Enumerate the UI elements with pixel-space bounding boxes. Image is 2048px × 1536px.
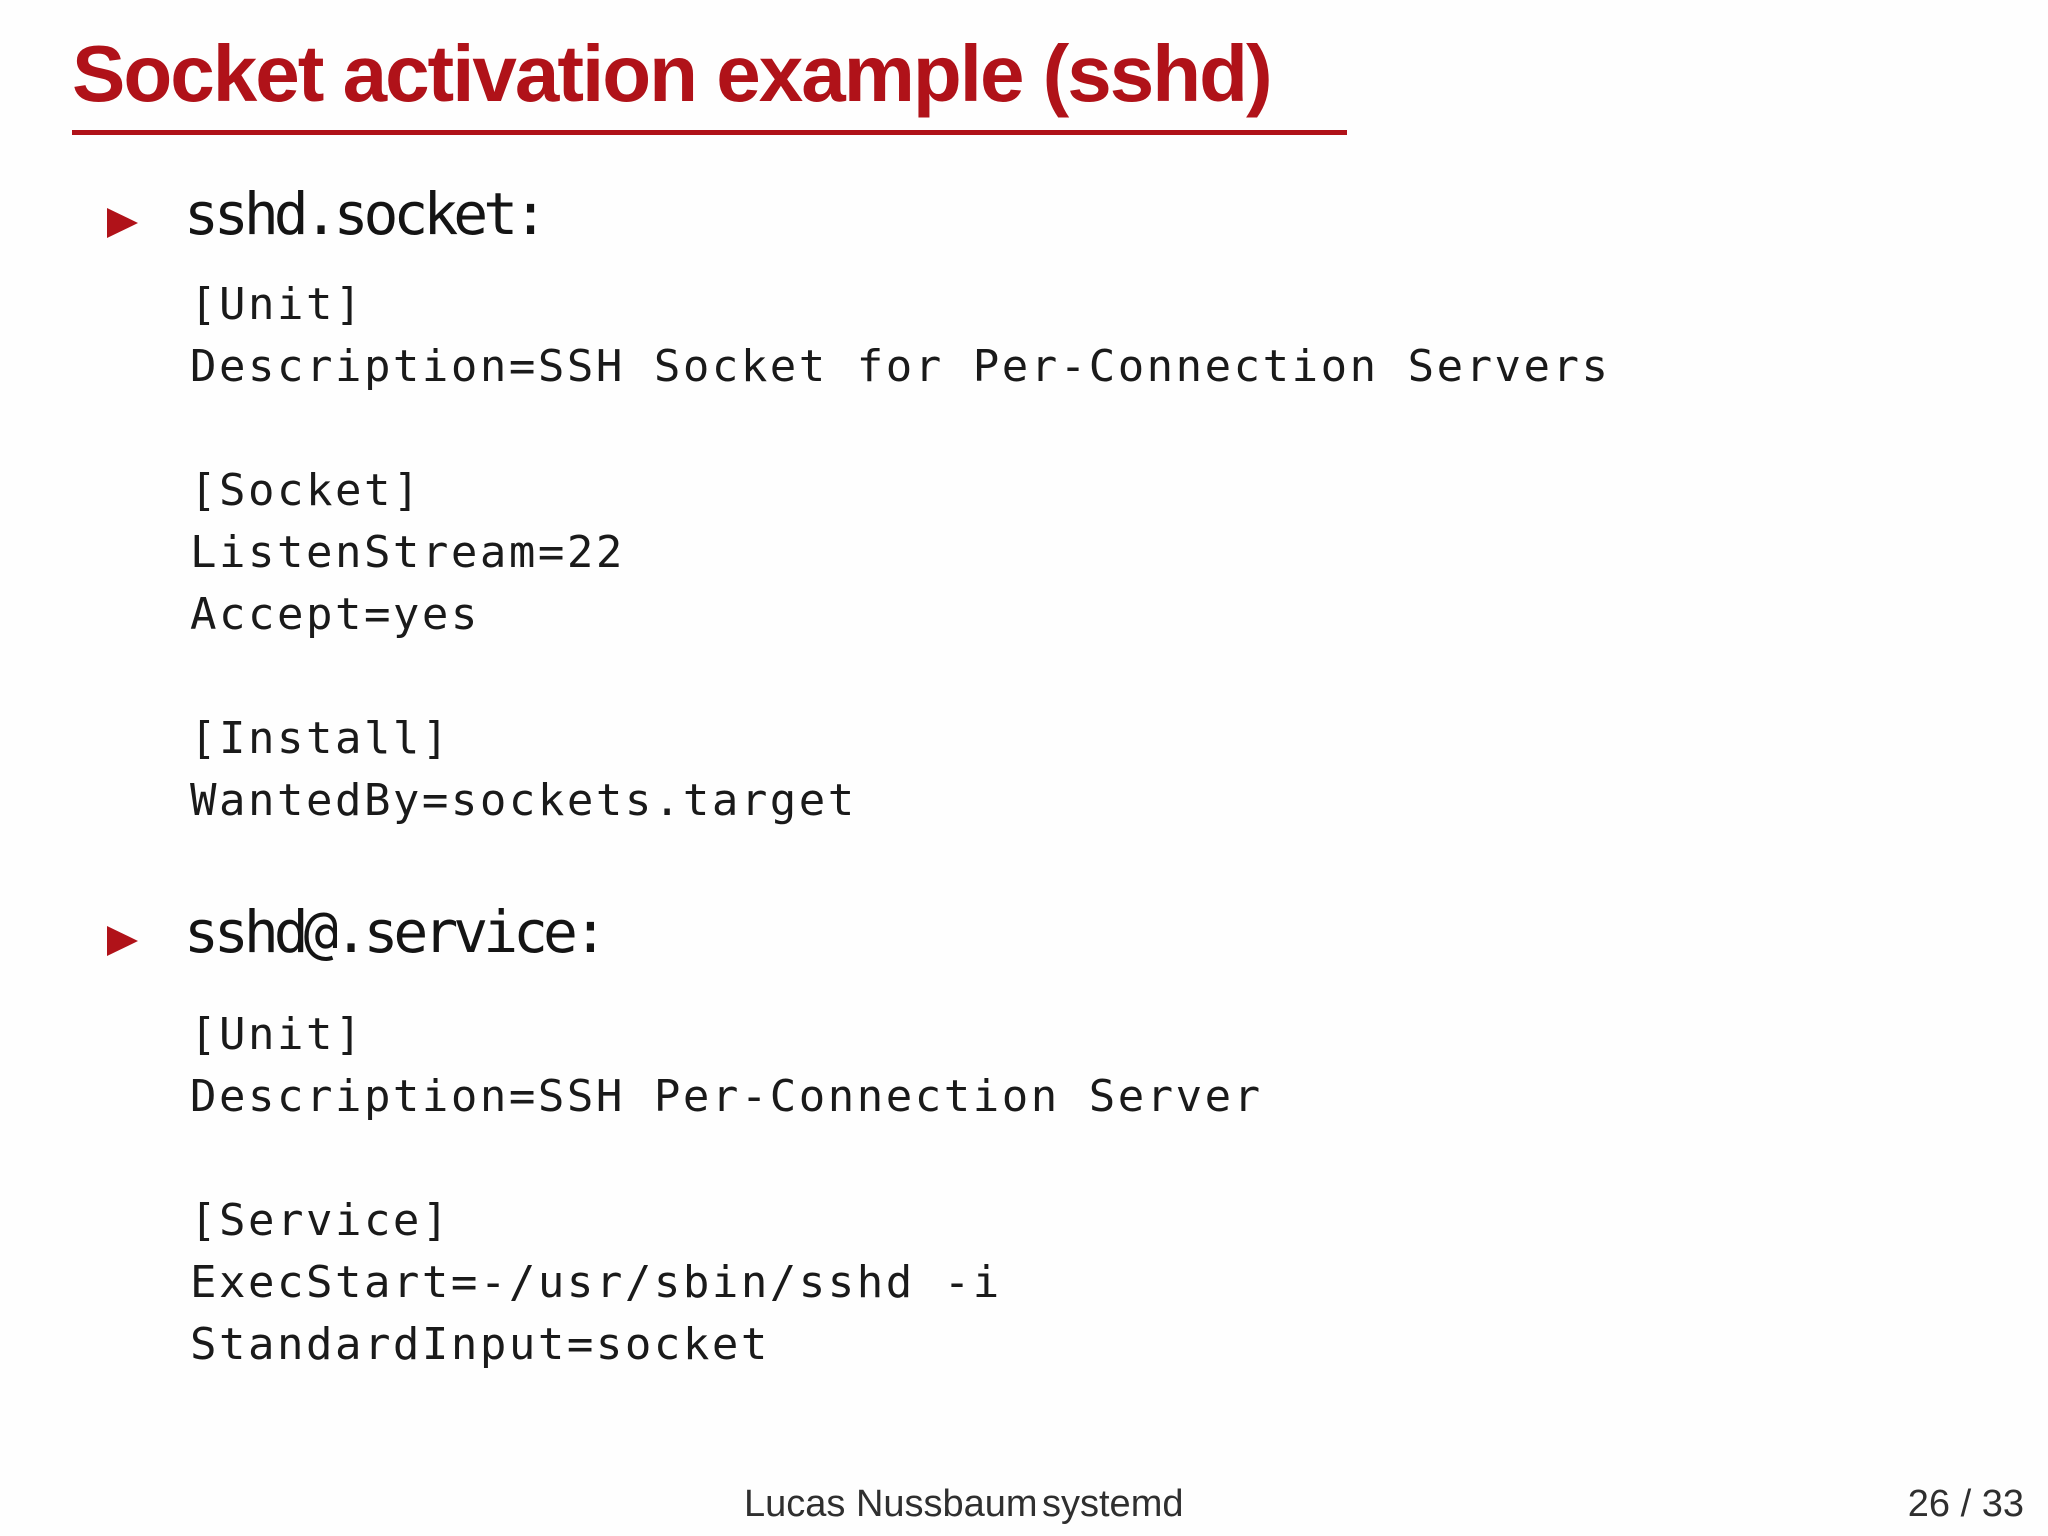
code-block-sshd-socket: [Unit] Description=SSH Socket for Per-Co… (190, 279, 1611, 826)
footer-page-indicator: 26 / 33 (1907, 1483, 2024, 1525)
bullet-label-sshd-service: sshd@.service: (184, 898, 608, 966)
title-underline (72, 130, 1347, 135)
footer-presentation-title: systemd (1042, 1483, 1184, 1525)
slide-title: Socket activation example (sshd) (72, 29, 1273, 118)
bullet-triangle-icon (107, 926, 138, 956)
code-block-sshd-service: [Unit] Description=SSH Per-Connection Se… (190, 1009, 1263, 1370)
bullet-triangle-icon (107, 208, 138, 238)
footer-author: Lucas Nussbaum (744, 1483, 1038, 1525)
bullet-label-sshd-socket: sshd.socket: (184, 180, 548, 248)
